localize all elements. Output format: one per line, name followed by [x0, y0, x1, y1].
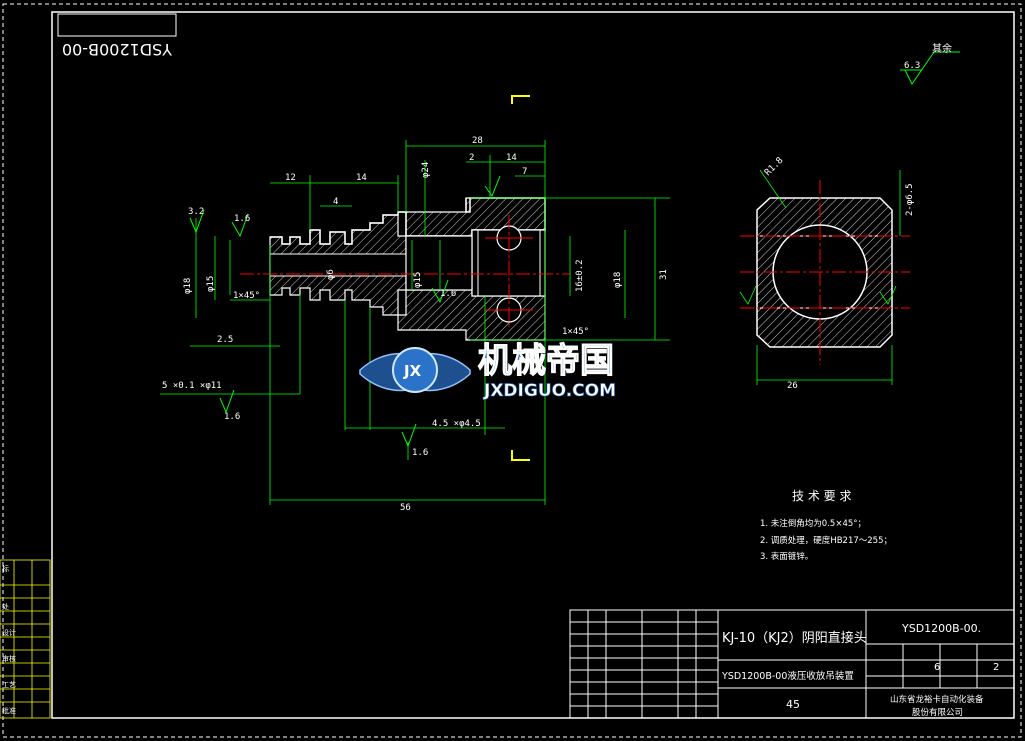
tech-heading: 技 术 要 求	[792, 489, 851, 503]
material: 45	[786, 698, 800, 711]
svg-text:φ24: φ24	[421, 162, 431, 178]
surface-rest-value: 6.3	[904, 61, 920, 71]
view-marker-top	[511, 95, 530, 104]
surface-rest-symbol	[900, 51, 960, 85]
svg-text:3.2: 3.2	[188, 207, 204, 217]
svg-text:2: 2	[469, 153, 474, 163]
svg-text:2.5: 2.5	[217, 335, 233, 345]
svg-text:标: 标	[2, 564, 9, 573]
mirrored-tag: YSD1200B-00	[57, 13, 177, 59]
svg-text:批准: 批准	[2, 706, 16, 715]
svg-text:56: 56	[400, 503, 411, 513]
svg-text:设计: 设计	[2, 628, 16, 637]
roughness-symbols	[189, 175, 501, 448]
svg-text:φ15: φ15	[206, 276, 216, 292]
side-view	[756, 197, 893, 348]
svg-text:处: 处	[2, 602, 9, 611]
main-dimension-lines	[160, 140, 670, 505]
assembly-name: YSD1200B-00液压收放吊装置	[721, 670, 854, 682]
watermark-badge: JX	[403, 362, 422, 380]
svg-text:1.6: 1.6	[234, 214, 250, 224]
side-centerlines	[740, 180, 910, 365]
svg-text:φ15: φ15	[413, 272, 423, 288]
main-dimension-texts: 28 14 14 12 4 2 7 56 26 φ24 φ6 φ18 φ15 φ…	[162, 136, 798, 513]
view-marker-bottom	[511, 450, 530, 461]
svg-text:5 ×0.1 ×φ11: 5 ×0.1 ×φ11	[162, 381, 222, 391]
svg-text:7: 7	[522, 167, 527, 177]
watermark-url: JXDIGUO.COM	[483, 381, 616, 401]
svg-text:YSD1200B-00: YSD1200B-00	[62, 40, 173, 59]
drawing-frame	[2, 3, 1022, 738]
drawing-number: YSD1200B-00.	[901, 622, 981, 635]
svg-text:14: 14	[356, 173, 367, 183]
part-name: KJ-10（KJ2）阴阳直接头	[722, 630, 867, 646]
sheet-number: 2	[993, 662, 999, 673]
svg-text:1.6: 1.6	[440, 289, 456, 299]
svg-text:4.5 ×φ4.5: 4.5 ×φ4.5	[432, 419, 481, 429]
svg-text:4: 4	[333, 197, 338, 207]
main-centerlines	[240, 215, 570, 330]
watermark: JX 机械帝国 JXDIGUO.COM	[359, 340, 616, 401]
svg-text:1.6: 1.6	[412, 448, 428, 458]
svg-text:1.6: 1.6	[224, 412, 240, 422]
left-strip-table	[0, 559, 51, 719]
tech-requirements: 技 术 要 求 1. 未注倒角均为0.5×45°； 2. 调质处理，硬度HB21…	[760, 489, 892, 562]
main-section-view	[269, 197, 546, 341]
svg-text:12: 12	[285, 173, 296, 183]
svg-text:φ18: φ18	[613, 272, 623, 288]
svg-text:审核: 审核	[2, 654, 16, 663]
tech-item: 1. 未注倒角均为0.5×45°；	[760, 518, 866, 529]
title-block	[569, 609, 1015, 719]
hatch-upper-left	[269, 214, 407, 263]
company-line1: 山东省龙裕卡自动化装备	[890, 694, 984, 705]
svg-text:31: 31	[659, 269, 669, 280]
side-holes-label: 2-φ6.5	[905, 183, 915, 216]
company-line2: 股份有限公司	[912, 707, 963, 718]
side-dimension-lines	[739, 169, 901, 385]
sheet-count: 6	[934, 662, 940, 673]
svg-text:28: 28	[472, 136, 483, 146]
svg-text:16±0.2: 16±0.2	[575, 259, 585, 292]
watermark-title: 机械帝国	[478, 341, 614, 381]
surface-rest-label: 其余	[932, 42, 952, 55]
svg-text:φ6: φ6	[326, 269, 336, 280]
tech-item: 3. 表面镀锌。	[760, 551, 813, 562]
svg-text:26: 26	[787, 381, 798, 391]
svg-text:φ18: φ18	[183, 278, 193, 294]
svg-text:工艺: 工艺	[2, 681, 16, 689]
left-strip-labels: 标 处 设计 审核 工艺 批准	[2, 564, 16, 715]
svg-text:1×45°: 1×45°	[233, 291, 260, 301]
svg-text:14: 14	[506, 153, 517, 163]
svg-text:1×45°: 1×45°	[562, 327, 589, 337]
tech-item: 2. 调质处理，硬度HB217～255；	[760, 535, 892, 546]
